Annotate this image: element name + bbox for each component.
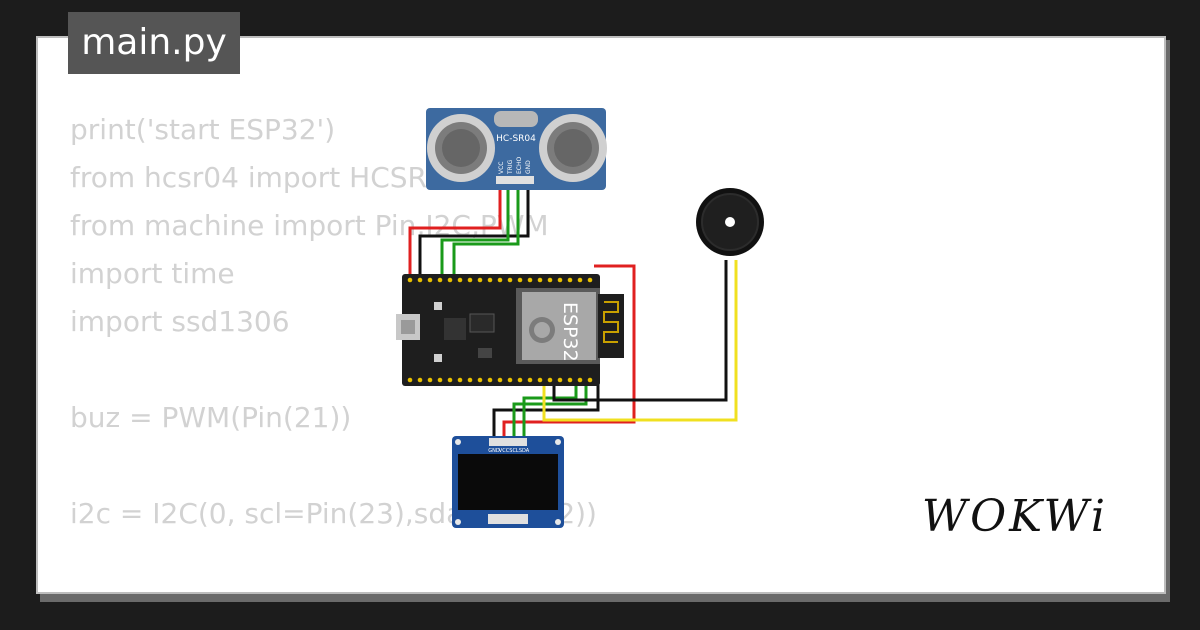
- sensor-pin-gnd: GND: [525, 160, 532, 174]
- code-line-1: print('start ESP32'): [70, 113, 336, 146]
- sensor-name: HC-SR04: [496, 134, 536, 144]
- wire-sensor-vcc[interactable]: [408, 188, 502, 276]
- esp32-board[interactable]: ESP32: [396, 274, 624, 386]
- oled-pin-scl: SCL: [509, 448, 519, 454]
- wire-buzzer-signal[interactable]: [542, 260, 738, 422]
- wire-oled-vcc[interactable]: [502, 264, 636, 438]
- oled-pin-gnd: GND: [488, 448, 500, 454]
- code-line-2: from hcsr04 import HCSR04: [70, 161, 463, 194]
- sensor-pin-echo: ECHO: [516, 157, 523, 174]
- circuit-diagram: HC-SR04 VCC TRIG ECHO GND: [396, 108, 764, 528]
- esp32-bottom-pins: [407, 377, 593, 383]
- wires: [408, 188, 738, 438]
- wire-oled-scl[interactable]: [512, 384, 588, 438]
- file-tab-main-py[interactable]: main.py: [68, 12, 240, 74]
- board-name: ESP32: [559, 302, 581, 362]
- wire-oled-gnd[interactable]: [492, 384, 600, 438]
- hc-sr04-sensor[interactable]: HC-SR04 VCC TRIG ECHO GND: [426, 108, 607, 190]
- esp32-top-pins: [407, 277, 593, 283]
- oled-pin-vcc: VCC: [499, 448, 510, 454]
- wokwi-logo: WOKWi: [921, 491, 1108, 542]
- wire-sensor-gnd[interactable]: [418, 188, 530, 276]
- wire-sensor-trig[interactable]: [440, 188, 510, 276]
- oled-display[interactable]: GND VCC SCL SDA: [452, 436, 564, 528]
- code-line-5: import ssd1306: [70, 305, 290, 338]
- buzzer[interactable]: [696, 188, 764, 256]
- wire-oled-sda[interactable]: [522, 384, 578, 438]
- wire-sensor-echo[interactable]: [452, 188, 520, 276]
- oled-pin-sda: SDA: [519, 448, 530, 454]
- code-line-7: buz = PWM(Pin(21)): [70, 401, 352, 434]
- code-preview: print('start ESP32') from hcsr04 import H…: [70, 106, 597, 592]
- code-line-4: import time: [70, 257, 235, 290]
- sensor-pin-trig: TRIG: [507, 159, 514, 175]
- sensor-pin-vcc: VCC: [498, 162, 505, 174]
- code-line-3: from machine import Pin,I2C,PWM: [70, 209, 549, 242]
- wire-buzzer-gnd[interactable]: [552, 260, 728, 402]
- simulation-canvas[interactable]: print('start ESP32') from hcsr04 import H…: [36, 36, 1166, 594]
